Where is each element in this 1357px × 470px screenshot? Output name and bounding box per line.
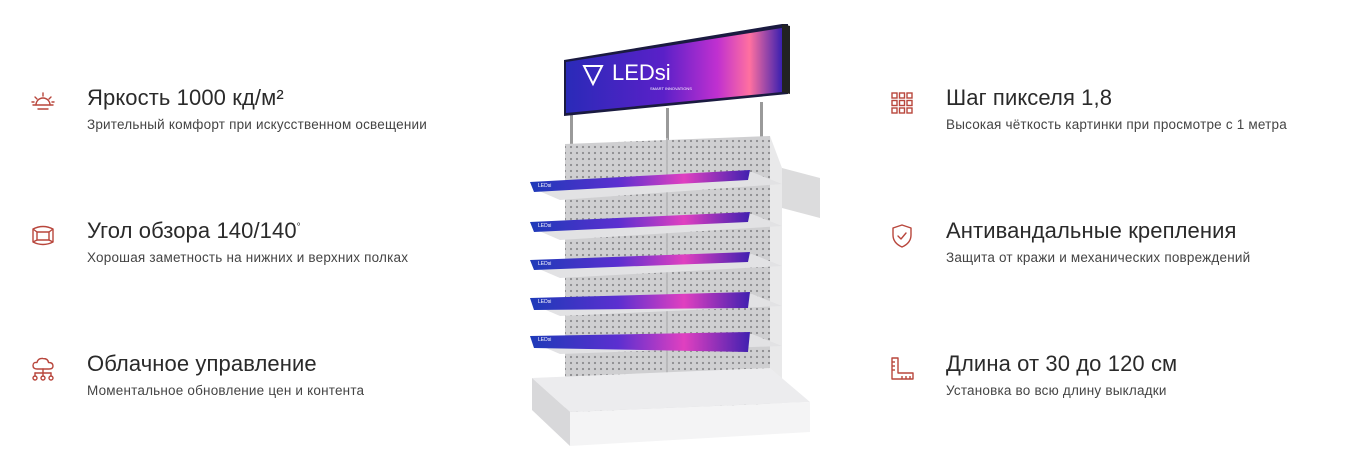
- feature-title: Яркость 1000 кд/м²: [87, 85, 284, 110]
- feature-description: Установка во всю длину выкладки: [946, 383, 1167, 398]
- sun-brightness-icon: [30, 90, 56, 116]
- feature-title: Длина от 30 до 120 см: [946, 351, 1178, 376]
- shelf-strip-label: LEDsi: [538, 183, 551, 189]
- shelf-strip-label: LEDsi: [538, 223, 551, 229]
- feature-title: Антивандальные крепления: [946, 218, 1237, 243]
- shelf-strip-label: LEDsi: [538, 261, 551, 267]
- feature-description: Моментальное обновление цен и контента: [87, 383, 365, 398]
- pixel-grid-icon: [889, 90, 915, 116]
- shelf-strip-label: LEDsi: [538, 337, 551, 343]
- led-shelf-rack-image: LEDsi SMART INNOVATIONS LEDsi LEDsi LEDs…: [520, 18, 830, 448]
- ruler-icon: [889, 356, 915, 382]
- feature-description: Высокая чёткость картинки при просмотре …: [946, 117, 1287, 132]
- brand-logo-icon: [582, 65, 604, 87]
- cloud-network-icon: [30, 356, 56, 382]
- feature-description: Защита от кражи и механических поврежден…: [946, 250, 1251, 265]
- feature-title: Облачное управление: [87, 351, 317, 376]
- brand-logo-text: LEDsi: [612, 60, 671, 85]
- feature-description: Хорошая заметность на нижних и верхних п…: [87, 250, 409, 265]
- brand-tagline: SMART INNOVATIONS: [650, 86, 692, 91]
- shelf-strip-label: LEDsi: [538, 299, 551, 305]
- viewing-angle-icon: [30, 223, 56, 249]
- shield-check-icon: [889, 223, 915, 249]
- feature-title: Шаг пикселя 1,8: [946, 85, 1113, 110]
- feature-description: Зрительный комфорт при искусственном осв…: [87, 117, 427, 132]
- feature-title: Угол обзора 140/140°: [87, 218, 301, 243]
